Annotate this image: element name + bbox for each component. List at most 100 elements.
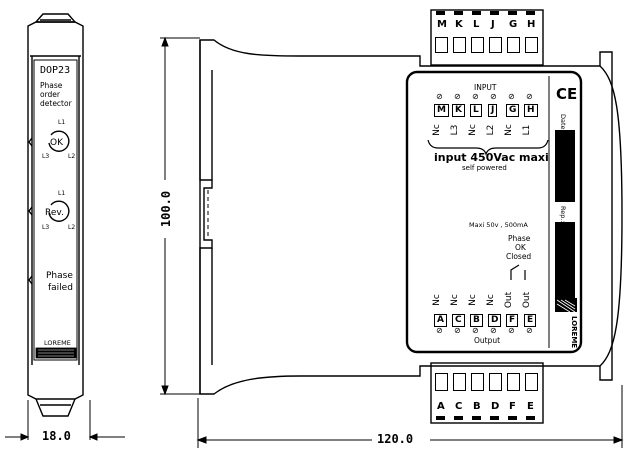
front-brand-hatch [35,347,77,359]
ok-mark-l3: L3 [42,153,50,160]
top-terminal-screw-4 [507,37,520,53]
front-desc-3: detector [40,99,72,108]
rev-mark-l2: L2 [68,224,76,231]
rev-mark-l3: L3 [42,224,50,231]
bottom-terminal-cap-4 [508,416,517,420]
length-dimension-lines [196,385,624,448]
top-terminal-letter-3: J [491,19,495,30]
bottom-terminal-letter-0: A [437,401,445,412]
top-terminal-letter-1: K [455,19,463,30]
ce-mark: CE [556,85,578,103]
top-terminal-screw-1 [453,37,466,53]
input-terminal-3: J [488,104,498,117]
date-rep-fields [555,130,575,304]
input-screw-icon-3: ⊘ [490,92,497,101]
input-screw-icon-0: ⊘ [436,92,443,101]
length-dimension: 120.0 [375,432,416,446]
side-brand-hatch [555,298,577,313]
bottom-terminal-cap-1 [454,416,463,420]
output-terminal-3: D [488,314,502,327]
input-signal-1: L3 [450,124,460,136]
led-failed-line1: Phase [46,271,73,281]
ok-mark-l2: L2 [68,153,76,160]
rev-mark-l1: L1 [58,190,66,197]
relay-state-3: Closed [506,252,532,261]
output-signal-0: Nc [432,294,442,306]
bottom-terminal-screw-5 [525,373,538,391]
input-title: INPUT [474,83,497,92]
relay-state-1: Phase [508,234,531,243]
date-label: Date: [559,114,567,132]
bottom-terminal-cap-2 [472,416,481,420]
front-view-outline [27,13,84,417]
input-signal-5: L1 [522,124,532,136]
ok-mark-l1: L1 [58,119,66,126]
bottom-terminal-cap-3 [490,416,499,420]
front-desc-2: order [40,90,60,99]
input-screw-icon-2: ⊘ [472,92,479,101]
input-signal-0: Nc [432,124,442,136]
input-terminal-0: M [434,104,449,117]
input-screw-icon-1: ⊘ [454,92,461,101]
side-view-outline [199,9,623,424]
input-screw-icon-4: ⊘ [508,92,515,101]
top-terminal-screw-0 [435,37,448,53]
supply-main: input 450Vac maxi [434,151,549,164]
output-terminal-5: E [524,314,537,327]
output-screw-icon-4: ⊘ [508,326,515,335]
relay-state-2: OK [515,243,526,252]
width-dimension-lines [5,400,125,441]
input-terminal-5: H [524,104,538,117]
top-terminal-letter-0: M [437,19,447,30]
bottom-terminal-letter-2: B [473,401,481,412]
input-terminal-1: K [452,104,465,117]
relay-rating: Maxi 50v , 500mA [469,221,528,229]
rep-label: Rep.: [559,206,567,223]
top-terminal-letter-4: G [509,19,518,30]
top-terminal-letter-5: H [527,19,536,30]
top-terminal-screw-2 [471,37,484,53]
bottom-terminal-cap-5 [526,416,535,420]
bottom-terminal-letter-5: E [527,401,534,412]
bottom-terminal-cap-0 [436,416,445,420]
front-desc-1: Phase [40,81,63,90]
input-signal-3: L2 [486,124,496,136]
side-brand: LOREME [570,316,578,349]
bottom-terminal-screw-3 [489,373,502,391]
top-terminal-cap-0 [436,11,445,15]
top-terminal-cap-4 [508,11,517,15]
bottom-terminal-letter-3: D [491,401,500,412]
top-terminal-cap-2 [472,11,481,15]
output-signal-5: Out [522,291,532,309]
bottom-terminal-letter-4: F [509,401,516,412]
top-terminal-letter-2: L [473,19,480,30]
bottom-terminal-screw-1 [453,373,466,391]
bottom-terminal-screw-0 [435,373,448,391]
supply-sub: self powered [462,164,507,172]
output-screw-icon-5: ⊘ [526,326,533,335]
input-terminal-2: L [470,104,482,117]
bottom-terminal-screw-2 [471,373,484,391]
output-signal-2: Nc [468,294,478,306]
output-signal-4: Out [504,291,514,309]
input-signal-4: Nc [504,124,514,136]
input-signal-2: Nc [468,124,478,136]
input-terminal-4: G [506,104,520,117]
output-screw-icon-0: ⊘ [436,326,443,335]
output-screw-icon-2: ⊘ [472,326,479,335]
output-title: Output [474,336,501,345]
width-dimension: 18.0 [40,429,73,443]
led-failed-line2: failed [48,283,73,293]
input-screw-icon-5: ⊘ [526,92,533,101]
output-screw-icon-3: ⊘ [490,326,497,335]
output-terminal-1: C [452,314,465,327]
led-ok-label: OK [50,138,63,148]
front-model: DOP23 [40,65,71,76]
top-terminal-cap-5 [526,11,535,15]
output-signal-1: Nc [450,294,460,306]
top-terminal-cap-3 [490,11,499,15]
output-signal-3: Nc [486,294,496,306]
height-dimension: 100.0 [159,184,174,234]
output-terminal-0: A [434,314,447,327]
